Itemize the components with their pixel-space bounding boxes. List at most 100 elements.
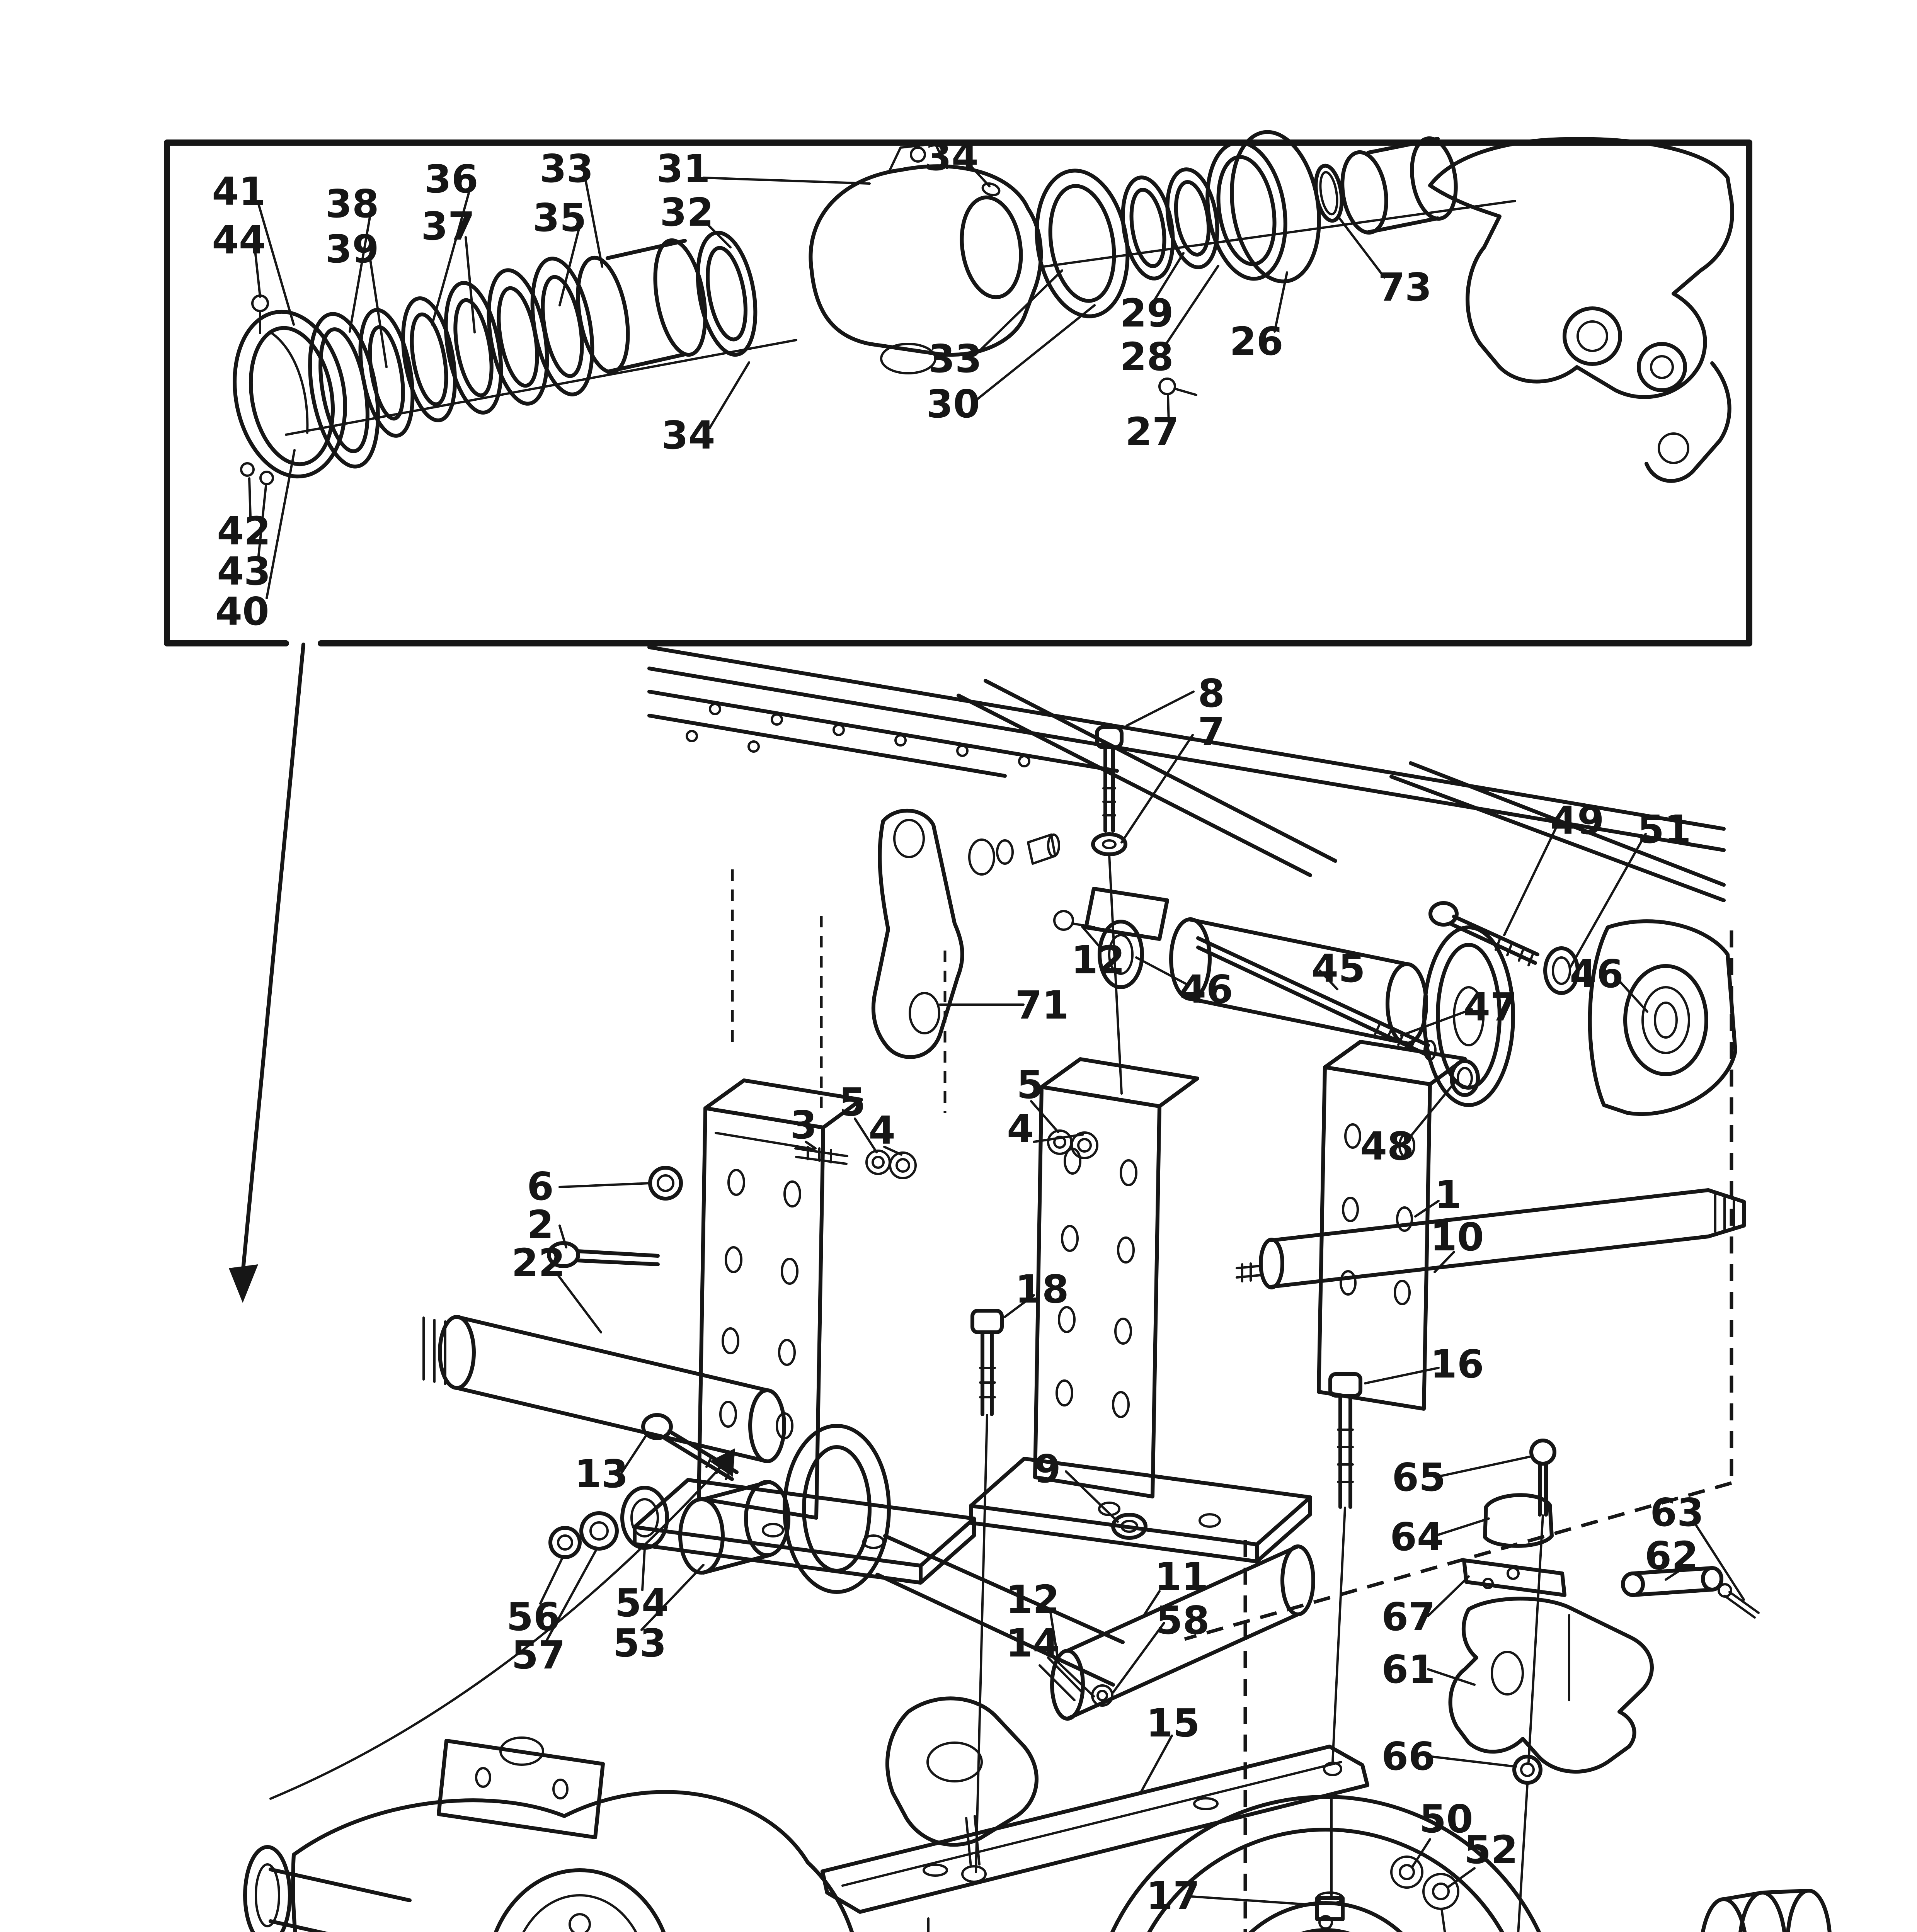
down-arrow bbox=[229, 643, 305, 1303]
callout-47: 47 bbox=[1463, 985, 1517, 1030]
screw-44 bbox=[251, 294, 269, 312]
bushing-51 bbox=[1543, 946, 1580, 995]
washer-52 bbox=[1422, 1873, 1459, 1910]
leader-lines-topbox bbox=[248, 166, 1386, 599]
callout-46b: 46 bbox=[1570, 951, 1623, 997]
screw-27 bbox=[1158, 378, 1176, 395]
chassis-frame-rails bbox=[647, 645, 1726, 1113]
callout-56: 56 bbox=[506, 1594, 560, 1639]
callout-12a: 12 bbox=[1071, 937, 1125, 983]
callout-61: 61 bbox=[1381, 1647, 1435, 1692]
callout-63: 63 bbox=[1650, 1490, 1704, 1535]
pivot-pin-22 bbox=[269, 1315, 786, 1800]
callout-49: 49 bbox=[1550, 798, 1604, 843]
bearing-stack-left bbox=[308, 230, 758, 469]
bolt-16 bbox=[1328, 1372, 1362, 1763]
callout-35: 35 bbox=[533, 195, 586, 240]
callout-73: 73 bbox=[1378, 265, 1432, 310]
pin-11-assembly bbox=[1039, 1513, 1315, 1721]
callout-34a: 34 bbox=[924, 134, 978, 179]
bolt-13 bbox=[641, 1413, 739, 1481]
callout-30: 30 bbox=[926, 381, 980, 427]
kingpin-cover bbox=[233, 294, 347, 485]
callout-29: 29 bbox=[1120, 291, 1173, 336]
callout-16: 16 bbox=[1430, 1342, 1484, 1387]
callout-7: 7 bbox=[1198, 709, 1225, 754]
callout-48: 48 bbox=[1360, 1124, 1414, 1169]
callout-65: 65 bbox=[1392, 1455, 1445, 1500]
spring-hanger-bracket-2 bbox=[969, 1057, 1312, 1563]
callout-34b: 34 bbox=[661, 413, 715, 458]
spring-hanger-bracket-1 bbox=[633, 1078, 976, 1585]
projection-dashes bbox=[1184, 930, 1733, 1932]
right-knuckle-casting bbox=[1428, 137, 1734, 483]
bolt-12-upper bbox=[1053, 910, 1074, 931]
callout-5a: 5 bbox=[839, 1080, 866, 1125]
washer-50 bbox=[1390, 1855, 1423, 1889]
plate-67 bbox=[1462, 1558, 1566, 1597]
tie-rod-10 bbox=[1236, 1188, 1746, 1289]
bracket-61 bbox=[1448, 1597, 1654, 1774]
callout-54: 54 bbox=[615, 1580, 668, 1626]
callout-2: 2 bbox=[527, 1202, 554, 1247]
bolt-65 bbox=[1529, 1439, 1556, 1466]
hanger-hardware bbox=[547, 1129, 1098, 1268]
callout-62: 62 bbox=[1645, 1533, 1698, 1578]
callout-64: 64 bbox=[1390, 1514, 1444, 1560]
shackle-link-71 bbox=[871, 808, 1060, 1059]
callout-11: 11 bbox=[1154, 1554, 1208, 1599]
callout-26: 26 bbox=[1229, 319, 1283, 364]
callout-22a: 22 bbox=[511, 1240, 565, 1286]
callout-4a: 4 bbox=[868, 1108, 896, 1153]
callout-51: 51 bbox=[1637, 807, 1691, 852]
callout-4b: 4 bbox=[1007, 1106, 1034, 1151]
callout-50: 50 bbox=[1419, 1796, 1473, 1842]
nut-66 bbox=[1512, 1755, 1542, 1785]
callout-44: 44 bbox=[212, 218, 266, 263]
callout-9: 9 bbox=[1034, 1446, 1061, 1492]
callout-66: 66 bbox=[1381, 1734, 1435, 1779]
callout-6: 6 bbox=[527, 1164, 554, 1209]
callout-58: 58 bbox=[1156, 1598, 1209, 1643]
rear-axle-housing bbox=[1110, 1795, 1832, 1932]
callout-67: 67 bbox=[1381, 1594, 1435, 1639]
bracket-46-right bbox=[1588, 919, 1737, 1116]
callout-15: 15 bbox=[1146, 1701, 1200, 1746]
callout-53: 53 bbox=[613, 1621, 666, 1666]
callout-5b: 5 bbox=[1016, 1062, 1044, 1107]
callout-39: 39 bbox=[325, 226, 379, 272]
callout-33b: 33 bbox=[928, 336, 982, 381]
callout-40: 40 bbox=[215, 589, 269, 634]
pin-62 bbox=[1631, 1566, 1714, 1597]
washer-7 bbox=[1091, 832, 1127, 856]
callout-33a: 33 bbox=[540, 146, 593, 191]
front-axle-housing bbox=[243, 1736, 854, 1932]
bolt-18 bbox=[970, 1309, 1004, 1873]
callout-37: 37 bbox=[421, 204, 475, 249]
bolt-2 bbox=[547, 1241, 580, 1268]
callout-27: 27 bbox=[1125, 409, 1179, 454]
callout-45: 45 bbox=[1311, 946, 1365, 991]
nut-6 bbox=[648, 1166, 683, 1201]
callout-38: 38 bbox=[325, 181, 379, 226]
nut-17 bbox=[1315, 1896, 1345, 1921]
bearing-stack-right bbox=[1035, 130, 1458, 396]
stud-3 bbox=[794, 1146, 848, 1165]
spring-plate-15 bbox=[821, 1745, 1369, 1932]
bolt-49 bbox=[1428, 901, 1459, 927]
callout-42: 42 bbox=[217, 509, 271, 554]
callout-13: 13 bbox=[574, 1451, 628, 1497]
callout-8: 8 bbox=[1198, 671, 1225, 716]
leader-lines-main bbox=[539, 690, 1745, 1906]
callout-52: 52 bbox=[1464, 1827, 1518, 1872]
callout-36: 36 bbox=[424, 156, 478, 202]
rubber-pad-64 bbox=[1483, 1493, 1554, 1548]
frame-bolt-8 bbox=[1091, 725, 1127, 1095]
callout-17: 17 bbox=[1146, 1873, 1200, 1918]
callout-46a: 46 bbox=[1179, 967, 1233, 1012]
callout-12b: 12 bbox=[1006, 1577, 1059, 1622]
spring-pin-12 bbox=[1039, 1656, 1083, 1701]
callout-18: 18 bbox=[1015, 1267, 1069, 1312]
screw-43 bbox=[259, 471, 274, 485]
